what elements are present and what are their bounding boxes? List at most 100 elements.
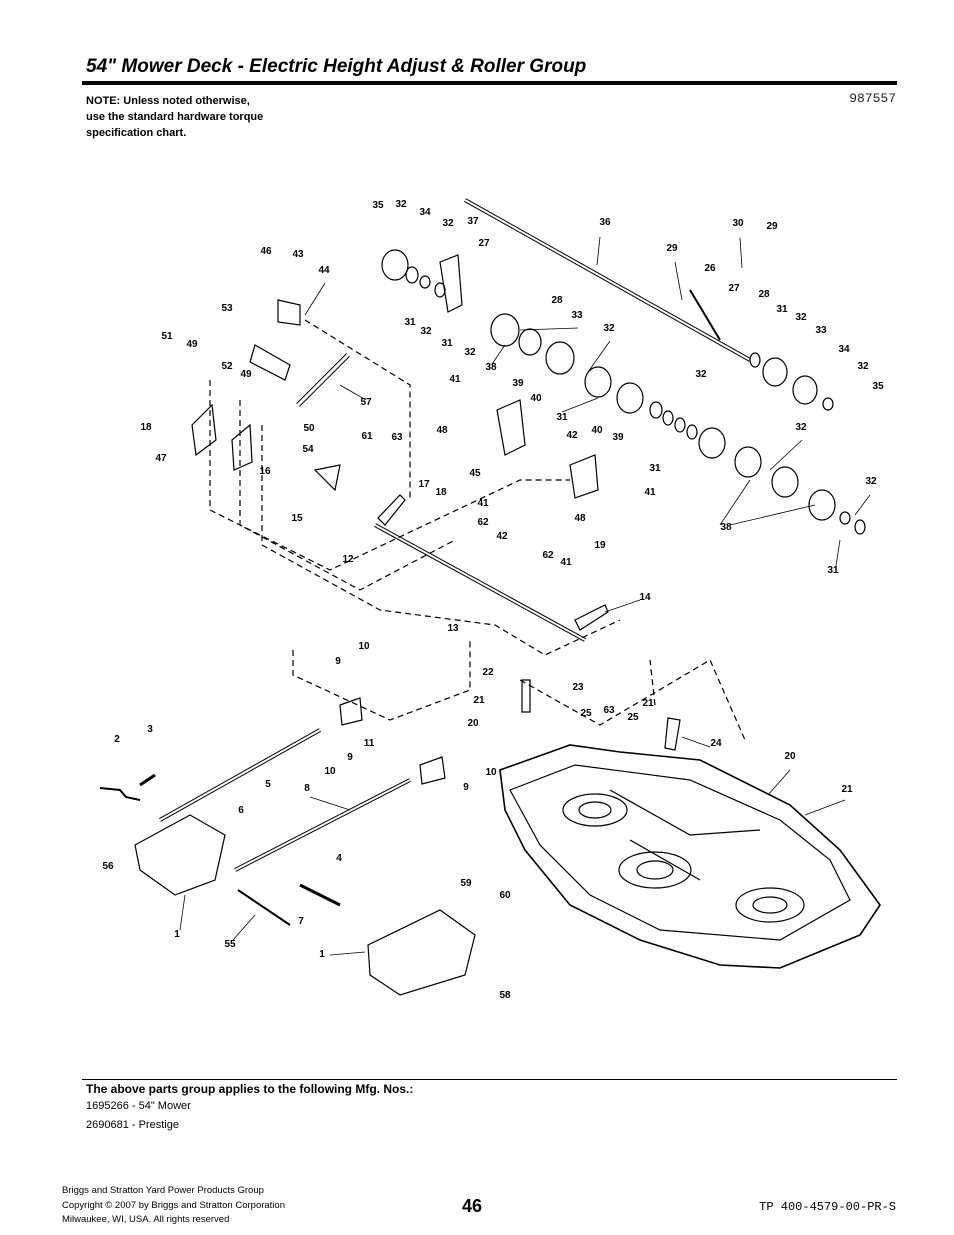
part-callout: 32 [464, 347, 476, 358]
part-callout: 63 [603, 705, 615, 716]
part-callout: 48 [436, 425, 448, 436]
height-bracket [496, 399, 526, 456]
side-plate [191, 403, 217, 457]
part-callout: 40 [530, 393, 542, 404]
hanger-bracket [521, 679, 531, 713]
part-callout: 63 [391, 432, 403, 443]
part-callout: 61 [361, 431, 373, 442]
part-callout: 32 [695, 369, 707, 380]
part-callout: 2 [114, 734, 120, 745]
part-callout: 24 [710, 738, 722, 749]
part-callout: 52 [221, 361, 233, 372]
part-callout: 41 [449, 374, 461, 385]
note-line: use the standard hardware torque [86, 111, 264, 123]
part-callout: 1 [174, 929, 180, 940]
part-callout: 22 [482, 667, 494, 678]
part-callout: 62 [542, 550, 554, 561]
mfg-number: 1695266 - 54" Mower [86, 1100, 191, 1112]
page-title: 54" Mower Deck - Electric Height Adjust … [86, 56, 587, 77]
part-callout: 33 [571, 310, 583, 321]
part-callout: 54 [302, 444, 314, 455]
part-callout: 30 [732, 218, 744, 229]
part-callout: 21 [642, 698, 654, 709]
lift-arm [377, 494, 406, 526]
linkage-rod [99, 787, 141, 801]
part-callout: 32 [865, 476, 877, 487]
part-callout: 17 [418, 479, 430, 490]
part-callout: 38 [485, 362, 497, 373]
callout-leaders [179, 236, 871, 956]
applies-rule [82, 1079, 897, 1080]
part-callout: 33 [815, 325, 827, 336]
part-callout: 21 [473, 695, 485, 706]
lift-arm [574, 604, 609, 631]
part-callout: 8 [304, 783, 310, 794]
part-callout: 32 [395, 199, 407, 210]
part-callout: 39 [612, 432, 624, 443]
part-callout: 60 [499, 890, 511, 901]
part-callout: 14 [639, 592, 651, 603]
part-callout: 10 [324, 766, 336, 777]
mfg-number: 2690681 - Prestige [86, 1119, 179, 1131]
part-callout: 26 [704, 263, 716, 274]
part-callout: 34 [419, 207, 431, 218]
part-callout: 56 [102, 861, 114, 872]
part-callout: 45 [469, 468, 481, 479]
copyright: Copyright © 2007 by Briggs and Stratton … [62, 1199, 285, 1211]
part-callout: 9 [347, 752, 353, 763]
company-name: Briggs and Stratton Yard Power Products … [62, 1185, 264, 1196]
title-rule [82, 81, 897, 85]
part-callout: 51 [161, 331, 173, 342]
part-callout: 42 [566, 430, 578, 441]
roller-bracket [439, 254, 463, 313]
part-callout: 57 [360, 397, 372, 408]
part-callout: 6 [238, 805, 244, 816]
link-clevis [339, 697, 363, 726]
part-callout: 31 [556, 412, 568, 423]
note-line: NOTE: Unless noted otherwise, [86, 95, 250, 107]
part-callout: 31 [441, 338, 453, 349]
part-callout: 29 [766, 221, 778, 232]
document-number: TP 400-4579-00-PR-S [759, 1200, 896, 1214]
part-callout: 55 [224, 939, 236, 950]
part-callout: 32 [603, 323, 615, 334]
part-callout: 10 [485, 767, 497, 778]
part-callout: 47 [155, 453, 167, 464]
mount-plate [313, 464, 341, 492]
part-callout: 32 [795, 312, 807, 323]
diagram-art [99, 198, 881, 996]
side-plate [231, 423, 253, 471]
part-callout: 35 [372, 200, 384, 211]
part-callout: 44 [318, 265, 330, 276]
part-callout: 25 [580, 708, 592, 719]
front-hitch-bracket [134, 814, 226, 896]
publisher-info: Briggs and Stratton Yard Power Products … [62, 1184, 362, 1228]
assembly-guide-lines [209, 319, 746, 741]
hanger-bracket [664, 717, 681, 751]
page-number: 46 [462, 1196, 483, 1216]
part-callout: 31 [827, 565, 839, 576]
part-callout: 32 [420, 326, 432, 337]
part-callout: 13 [447, 623, 459, 634]
height-bracket [569, 454, 599, 499]
part-callout: 27 [728, 283, 740, 294]
location: Milwaukee, WI, USA. All rights reserved [62, 1214, 230, 1225]
part-callout: 58 [499, 990, 511, 1001]
part-callout: 11 [364, 738, 375, 749]
part-callout: 25 [627, 712, 639, 723]
note-line: specification chart. [86, 127, 187, 139]
part-callout: 5 [265, 779, 271, 790]
part-callout: 37 [467, 216, 479, 227]
part-callout: 29 [666, 243, 678, 254]
part-callout: 21 [841, 784, 853, 795]
part-callout: 16 [259, 466, 271, 477]
part-callout: 32 [442, 218, 454, 229]
pin [299, 883, 341, 907]
part-callout: 40 [591, 425, 603, 436]
right-roller-row [689, 289, 834, 411]
part-callout: 53 [221, 303, 233, 314]
part-callout: 42 [496, 531, 508, 542]
part-callout: 50 [303, 423, 315, 434]
link-clevis [419, 756, 446, 785]
